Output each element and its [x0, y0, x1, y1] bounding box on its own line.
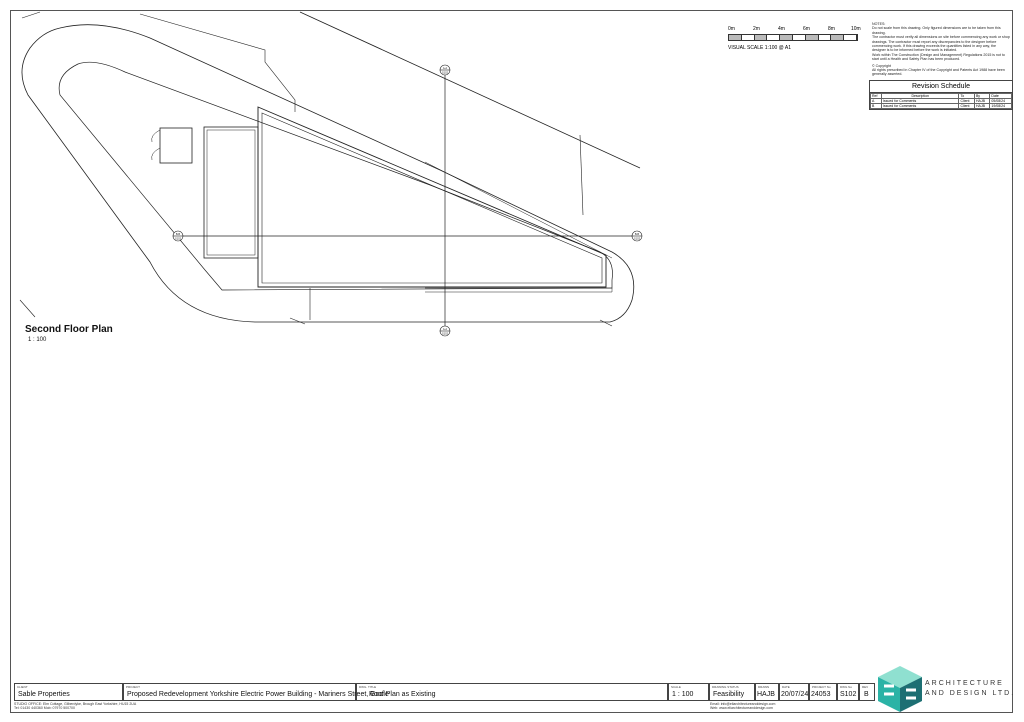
cell: HAJB: [973, 103, 991, 109]
project-no-cell: PROJECT No 24053: [809, 683, 837, 701]
copyright-label: Copyright: [875, 63, 892, 68]
cell: 19/08/24: [989, 103, 1012, 109]
scale-tick: 8m: [828, 26, 835, 32]
company-logo-icon: [878, 666, 922, 712]
dwg-no-label: DWG No: [840, 685, 852, 689]
dwg-no-value: S102: [840, 691, 857, 698]
notes-heading: NOTES:: [872, 22, 886, 26]
title-block: CLIENT Sable Properties PROJECT Proposed R…: [14, 683, 875, 701]
building-inner-wall: [261, 112, 603, 284]
plant-unit: [159, 127, 193, 164]
office-address: STUDIO OFFICE: Elm Cottage, Gilberdyke, …: [14, 702, 136, 710]
rights-note: All rights prescribed in Chapter IV of t…: [872, 68, 1005, 77]
drawn-cell: DRAWN HAJB: [755, 683, 779, 701]
scale-label: SCALE: [671, 685, 681, 689]
scale-cell: SCALE 1 : 100: [668, 683, 709, 701]
rev-label: REV: [862, 685, 869, 689]
view-title: Second Floor Plan: [25, 324, 113, 335]
site-edge-mark: [19, 11, 613, 327]
section-marker-label: S102: [442, 332, 449, 336]
scale-bar-graphic: [728, 34, 858, 41]
copyright: © Copyright: [872, 64, 1010, 68]
section-marker-label: A-A: [443, 327, 448, 331]
date-label: DATE: [782, 685, 790, 689]
note-line: Work within The Construction (Design and…: [872, 52, 1005, 62]
table-row: A Issued for Comments Client HAJB 05/08/…: [870, 98, 1012, 104]
roof-edge-line: [139, 13, 296, 112]
status-label: DRAWING STATUS: [712, 685, 739, 689]
parapet-strip: [424, 161, 613, 293]
section-marker-label: S102: [634, 237, 641, 241]
project-no-label: PROJECT No: [812, 685, 831, 689]
cell: Client: [958, 103, 975, 109]
cell: B: [870, 103, 882, 109]
status-cell: DRAWING STATUS Feasibility: [709, 683, 755, 701]
note-line: Do not scale from this drawing. Only fig…: [872, 26, 1001, 35]
boundary-line: [579, 134, 584, 216]
scale-tick: 6m: [803, 26, 810, 32]
sheet-border: [10, 10, 1013, 713]
rev-cell: REV B: [859, 683, 875, 701]
section-marker-label: A-A: [443, 66, 448, 70]
cell: Issued for Comments: [880, 103, 960, 109]
note-line: The contractor must verify all dimension…: [872, 35, 1010, 53]
inner-walkway-boundary: [58, 61, 613, 291]
scale-value: 1 : 100: [672, 691, 694, 698]
stair-core: [203, 126, 259, 259]
section-marker-label: S102: [442, 71, 449, 75]
contact-info: Email: info@eliarchitectureanddesign.com…: [710, 702, 775, 710]
scale-tick: 0m: [728, 26, 735, 32]
email-line: Email: info@eliarchitectureanddesign.com: [710, 702, 776, 706]
web-line: Web: www.eliarchitectureanddesign.com: [710, 706, 773, 710]
project-value: Proposed Redevelopment Yorkshire Electri…: [127, 691, 389, 698]
company-name-line1: ARCHITECTURE: [925, 680, 1004, 687]
date-cell: DATE 20/07/24: [779, 683, 809, 701]
client-cell: CLIENT Sable Properties: [14, 683, 123, 701]
revision-schedule-title: Revision Schedule: [870, 81, 1012, 93]
status-value: Feasibility: [713, 691, 745, 698]
notes-panel: NOTES: Do not scale from this drawing. O…: [872, 22, 1010, 77]
project-no-value: 24053: [811, 691, 831, 698]
drawn-value: HAJB: [757, 691, 775, 698]
table-row: B Issued for Comments Client HAJB 19/08/…: [870, 103, 1012, 109]
client-label: CLIENT: [17, 685, 28, 689]
date-value: 20/07/24: [781, 691, 809, 698]
scale-tick: 2m: [753, 26, 760, 32]
company-name-line2: AND DESIGN LTD.: [925, 690, 1016, 697]
section-marker-label: S102: [175, 237, 182, 241]
office-line: STUDIO OFFICE: Elm Cottage, Gilberdyke, …: [14, 702, 137, 706]
project-label: PROJECT: [126, 685, 141, 689]
copyright-icon: ©: [872, 63, 875, 68]
scale-bar: 0m 2m 4m 6m 8m 10m VISUAL SCALE 1:100 @ …: [728, 26, 861, 51]
street-line: [299, 11, 641, 169]
drawing-title-cell: DWG. TITLE Roof Plan as Existing: [356, 683, 668, 701]
title-value: Roof Plan as Existing: [369, 691, 436, 698]
section-marker-label: B-B: [635, 232, 640, 236]
scale-tick: 10m: [851, 26, 861, 32]
scale-caption: VISUAL SCALE 1:100 @ A1: [728, 45, 791, 51]
view-scale: 1 : 100: [28, 337, 47, 343]
stair-core-inner: [206, 129, 256, 256]
drawn-label: DRAWN: [758, 685, 770, 689]
company-name: ARCHITECTURE AND DESIGN LTD.: [925, 679, 1015, 699]
project-cell: PROJECT Proposed Redevelopment Yorkshire …: [123, 683, 389, 701]
scale-tick: 4m: [778, 26, 785, 32]
rev-value: B: [864, 691, 869, 698]
section-marker-label: B-B: [176, 232, 181, 236]
outer-site-boundary: [21, 24, 635, 323]
dwg-no-cell: DWG No S102: [837, 683, 859, 701]
phone-line: Tel: 01430 440360 Mob: 07970 500700: [14, 706, 75, 710]
title-label: DWG. TITLE: [359, 685, 377, 689]
client-value: Sable Properties: [18, 691, 70, 698]
plant-unit-swing: [151, 129, 161, 161]
building-outline: [257, 106, 607, 288]
revision-schedule: Revision Schedule Ref Description To By …: [869, 80, 1013, 110]
